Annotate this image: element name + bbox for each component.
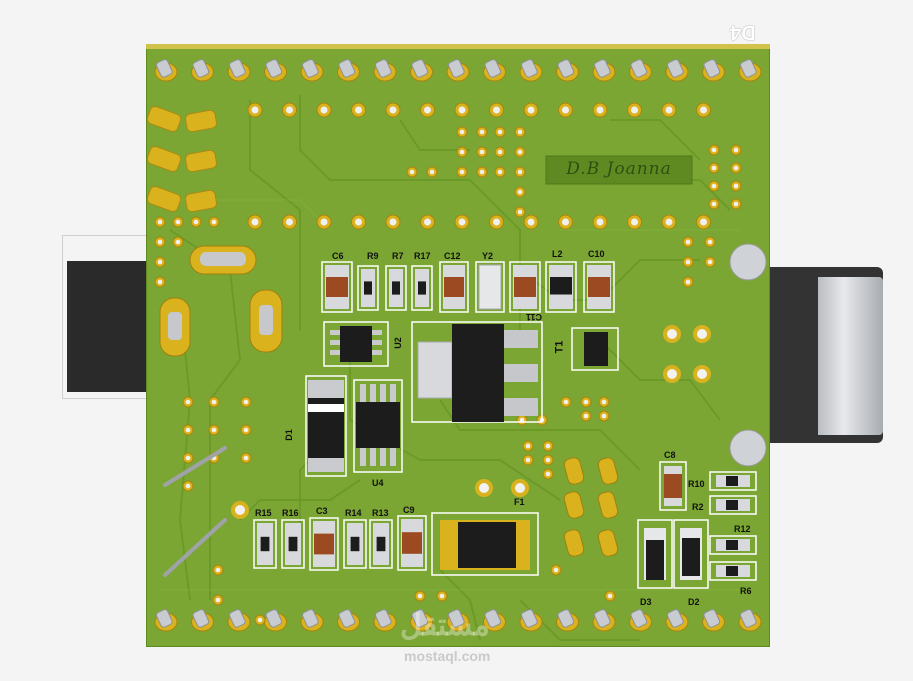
inductor-l2 bbox=[545, 261, 577, 313]
header-pin bbox=[337, 609, 360, 632]
label-t1: T1 bbox=[553, 340, 566, 354]
header-pin bbox=[629, 609, 652, 632]
label-c10: C10 bbox=[588, 249, 605, 259]
header-pin bbox=[337, 59, 360, 82]
label-c11: C11 bbox=[526, 312, 543, 322]
header-pin bbox=[483, 59, 506, 82]
header-pin bbox=[738, 59, 762, 82]
right-usb-connector-shell bbox=[818, 277, 883, 435]
label-c8: C8 bbox=[664, 450, 676, 460]
header-pin bbox=[592, 609, 616, 632]
header-pin bbox=[556, 59, 579, 82]
header-pin bbox=[592, 59, 616, 82]
resistor-r9 bbox=[357, 265, 379, 311]
label-u4: U4 bbox=[372, 478, 384, 488]
resistor-r16 bbox=[281, 519, 305, 569]
label-c6: C6 bbox=[332, 251, 344, 261]
label-r15: R15 bbox=[255, 508, 272, 518]
label-d2: D2 bbox=[688, 597, 700, 607]
resistor-r15 bbox=[253, 519, 277, 569]
capacitor-c10 bbox=[583, 261, 615, 313]
watermark-url: mostaql.com bbox=[404, 648, 491, 664]
label-r16: R16 bbox=[282, 508, 299, 518]
header-pin bbox=[373, 59, 397, 82]
label-y2: Y2 bbox=[482, 251, 494, 261]
header-pin bbox=[227, 609, 251, 632]
label-d1: D1 bbox=[283, 429, 294, 441]
header-pin bbox=[264, 59, 287, 82]
header-pin bbox=[227, 59, 251, 82]
label-r14: R14 bbox=[345, 508, 362, 518]
header-pin bbox=[264, 609, 287, 632]
label-r12: R12 bbox=[734, 524, 751, 534]
header-pin bbox=[483, 609, 506, 632]
pcb-top-edge bbox=[146, 44, 770, 49]
label-d3: D3 bbox=[640, 597, 652, 607]
label-c9: C9 bbox=[403, 505, 415, 515]
header-pin bbox=[665, 609, 689, 632]
label-r9: R9 bbox=[367, 251, 379, 261]
header-pin bbox=[702, 609, 725, 632]
capacitor-c3 bbox=[309, 517, 339, 571]
label-r7: R7 bbox=[392, 251, 404, 261]
header-pin bbox=[300, 59, 324, 82]
label-r17: R17 bbox=[414, 251, 431, 261]
header-pin bbox=[300, 609, 324, 632]
header-pin bbox=[556, 609, 579, 632]
label-u2: U2 bbox=[392, 337, 403, 349]
left-usb-connector bbox=[67, 261, 147, 392]
label-r6: R6 bbox=[740, 586, 752, 596]
label-c12: C12 bbox=[444, 251, 461, 261]
capacitor-c11 bbox=[509, 261, 541, 313]
label-l2: L2 bbox=[552, 249, 563, 259]
header-pin bbox=[702, 59, 725, 82]
header-pin bbox=[191, 609, 214, 632]
label-r2: R2 bbox=[692, 502, 704, 512]
resistor-r7 bbox=[385, 265, 407, 311]
header-pin bbox=[519, 59, 543, 82]
header-pin bbox=[191, 59, 214, 82]
resistor-r14 bbox=[343, 519, 367, 569]
capacitor-c6 bbox=[321, 261, 353, 313]
header-pin bbox=[738, 609, 762, 632]
resistor-r13 bbox=[369, 519, 393, 569]
label-c3: C3 bbox=[316, 506, 328, 516]
resistor-r17 bbox=[411, 265, 433, 311]
label-f1: F1 bbox=[514, 497, 525, 507]
header-pin bbox=[665, 59, 689, 82]
header-pin bbox=[154, 609, 178, 632]
header-pin bbox=[519, 609, 543, 632]
designer-signature: D.B Joanna bbox=[566, 159, 672, 179]
header-pin bbox=[629, 59, 652, 82]
header-pin bbox=[410, 59, 433, 82]
crystal-y2 bbox=[475, 261, 505, 313]
label-r13: R13 bbox=[372, 508, 389, 518]
label-r10: R10 bbox=[688, 479, 705, 489]
header-pin bbox=[410, 609, 433, 632]
header-pin bbox=[446, 609, 470, 632]
header-pin bbox=[154, 59, 178, 82]
watermark-logo: مستقل bbox=[400, 609, 490, 642]
capacitor-c9 bbox=[397, 515, 427, 571]
capacitor-c12 bbox=[439, 261, 469, 313]
header-pin bbox=[446, 59, 470, 82]
header-pin bbox=[373, 609, 397, 632]
